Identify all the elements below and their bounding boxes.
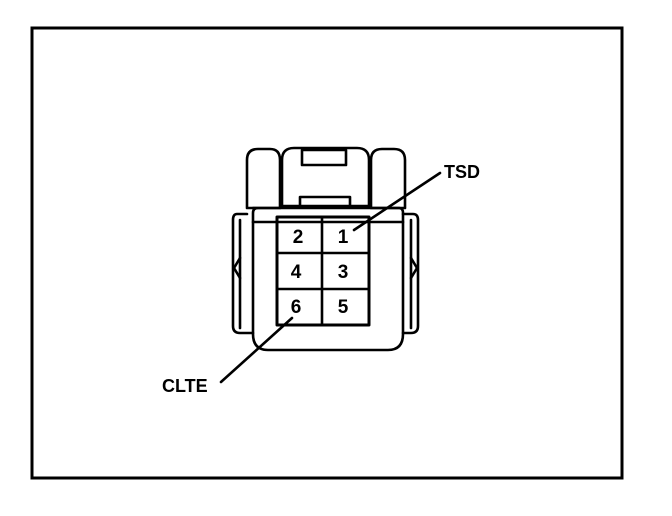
pin-label-6: 6 [291, 297, 302, 318]
pin-label-1: 1 [338, 227, 349, 248]
right-latch-tab [369, 147, 407, 210]
tsd-leader-line [352, 171, 442, 232]
right-side-rail-arrow [409, 256, 419, 280]
connector-housing [251, 206, 405, 352]
center-latch-slot [300, 148, 348, 167]
left-latch-tab [245, 147, 282, 210]
clte-callout: CLTE [162, 376, 208, 396]
clte-leader-line [219, 316, 294, 384]
center-latch [280, 146, 371, 208]
center-latch-notch [298, 195, 352, 208]
tsd-callout: TSD [444, 162, 480, 182]
connector-body [219, 146, 442, 384]
right-side-rail [401, 212, 420, 335]
pin-label-2: 2 [293, 227, 304, 248]
diagram-frame [30, 26, 624, 480]
pin-labels: 2 1 4 3 6 5 [291, 227, 349, 318]
left-side-rail [231, 212, 255, 335]
pin-label-5: 5 [338, 297, 349, 318]
left-side-rail-arrow [232, 256, 242, 280]
pin-label-4: 4 [291, 262, 302, 283]
pin-label-3: 3 [338, 262, 349, 283]
